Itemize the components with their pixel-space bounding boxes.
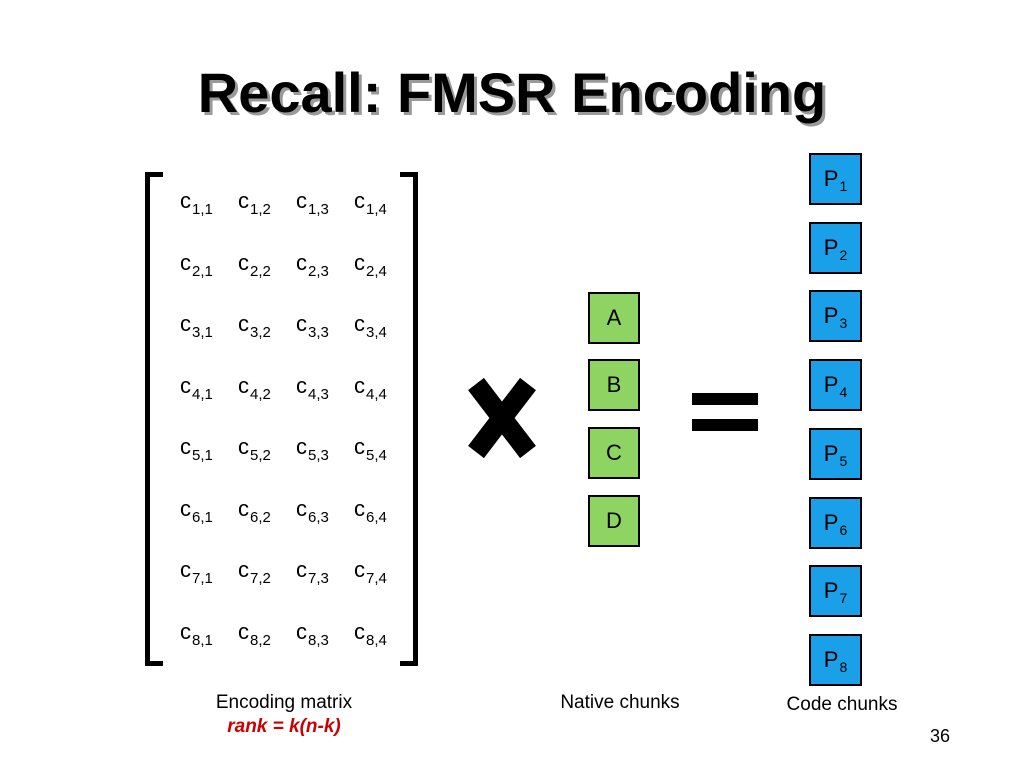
matrix-coefficient: c2,1 [180,249,213,280]
matrix-coefficient: c8,3 [296,618,329,649]
matrix-coefficient: c1,2 [238,188,271,218]
matrix-left-bracket [145,172,163,666]
code-chunk: P5 [809,428,862,480]
matrix-coefficient: c8,2 [238,618,271,649]
code-chunk: P4 [809,359,862,411]
matrix-coefficient: c4,2 [238,372,271,403]
code-chunks-label: Code chunks [786,694,898,715]
matrix-coefficient: c3,1 [180,311,213,341]
native-chunk: D [588,495,640,547]
matrix-coefficient: c5,4 [354,434,387,464]
matrix-coefficient: c8,4 [354,618,387,649]
matrix-coefficient: c6,3 [296,495,329,526]
matrix-coefficient: c3,4 [354,311,387,341]
multiply-icon [462,372,542,469]
matrix-coefficient: c2,2 [238,249,271,280]
page-number: 36 [930,726,951,746]
matrix-coefficient: c7,3 [296,557,329,587]
matrix-coefficient: c2,4 [354,249,387,280]
matrix-coefficient: c3,3 [296,311,329,341]
matrix-coefficient: c4,4 [354,372,387,403]
matrix-coefficient: c1,1 [180,188,213,218]
code-chunk: P6 [809,497,862,549]
code-chunk: P1 [809,153,862,205]
matrix-coefficient: c7,4 [354,557,387,587]
matrix-coefficient: c1,4 [354,188,387,218]
encoding-matrix-label: Encoding matrix [215,692,353,713]
code-chunk: P8 [809,634,862,686]
matrix-coefficient: c5,2 [238,434,271,464]
native-chunk: B [588,359,640,411]
matrix-coefficient: c5,3 [296,434,329,464]
code-chunk: P7 [809,565,862,617]
matrix-coefficient: c6,4 [354,495,387,526]
matrix-coefficient: c8,1 [180,618,213,649]
matrix-coefficient: c5,1 [180,434,213,464]
matrix-coefficient: c3,2 [238,311,271,341]
rank-label: rank = k(n-k) [227,716,341,737]
matrix-coefficient: c6,1 [180,495,213,526]
matrix-right-bracket [400,172,418,666]
slide-title: Recall: FMSR Encoding [197,61,827,124]
matrix-coefficient: c2,3 [296,249,329,280]
matrix-coefficient: c7,2 [238,557,271,587]
native-chunk: A [588,292,640,344]
code-chunk: P3 [809,290,862,342]
matrix-coefficient: c4,1 [180,372,213,403]
matrix-coefficient: c4,3 [296,372,329,403]
native-chunk: C [588,427,640,479]
matrix-coefficient: c7,1 [180,557,213,587]
matrix-coefficient: c1,3 [296,188,329,218]
matrix-coefficient: c6,2 [238,495,271,526]
code-chunk: P2 [809,222,862,274]
native-chunks-label: Native chunks [560,692,680,713]
